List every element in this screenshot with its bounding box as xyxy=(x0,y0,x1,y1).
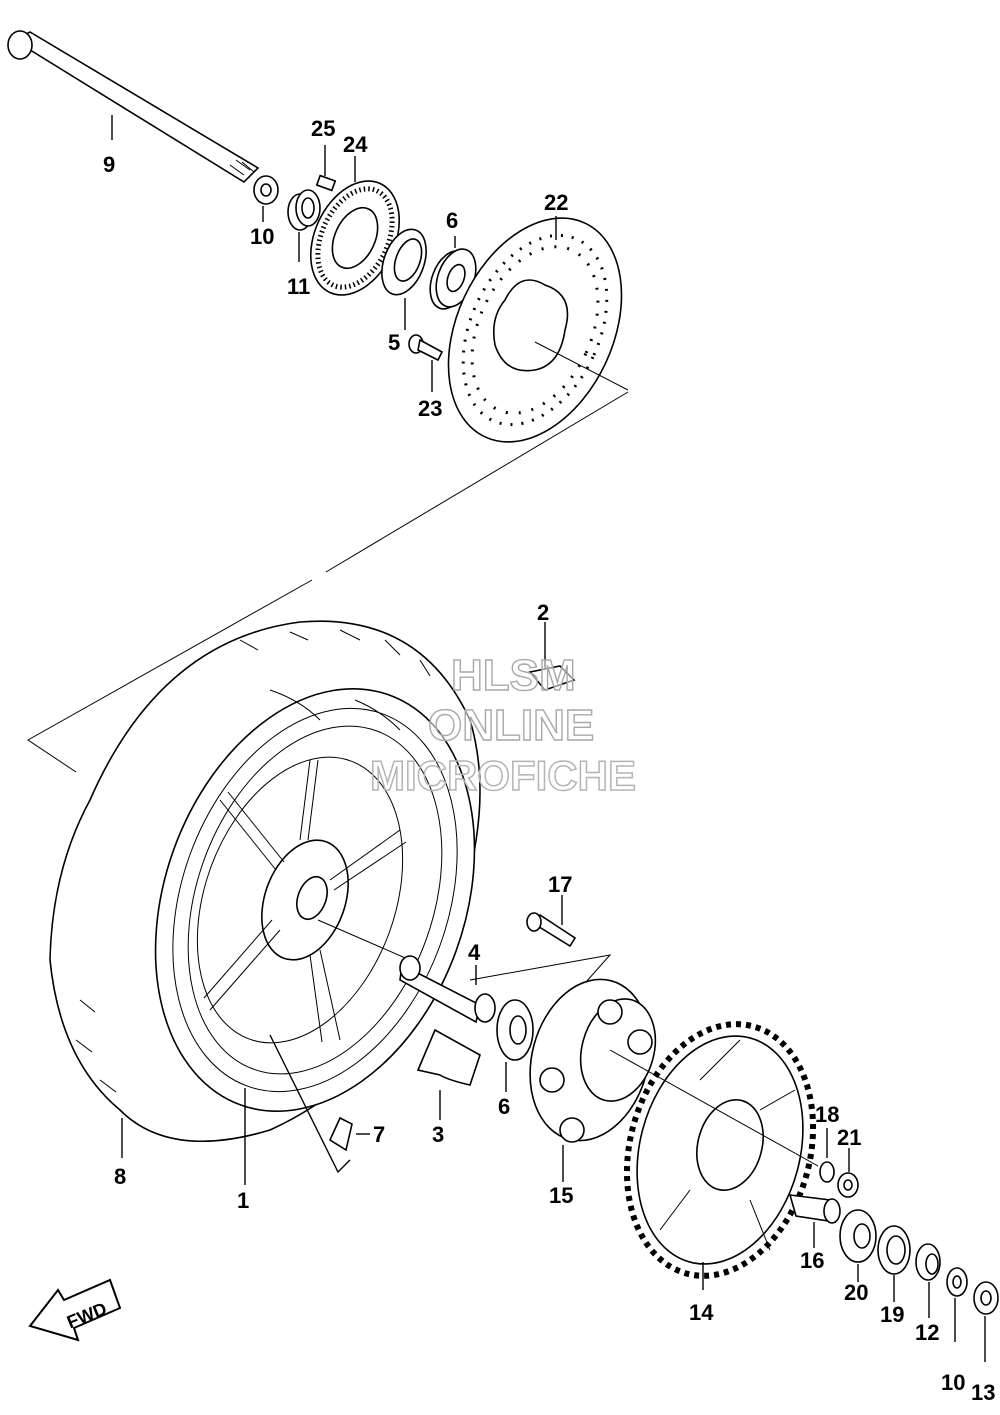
callout-6b: 6 xyxy=(498,1094,510,1119)
seal-19 xyxy=(877,1225,911,1275)
collar-16 xyxy=(788,1194,841,1224)
collar-12 xyxy=(915,1243,941,1281)
callout-6: 6 xyxy=(446,208,458,233)
rear-wheel-1 xyxy=(196,756,407,1044)
callout-14: 14 xyxy=(689,1300,714,1325)
bracket-line xyxy=(27,391,629,773)
callout-19: 19 xyxy=(880,1302,904,1327)
callout-10: 10 xyxy=(250,224,274,249)
callout-23: 23 xyxy=(418,396,442,421)
callout-15: 15 xyxy=(549,1183,573,1208)
callout-2: 2 xyxy=(537,600,549,625)
bolt-17 xyxy=(526,912,577,948)
washer-upper xyxy=(253,175,279,205)
fwd-arrow: FWD xyxy=(28,1278,122,1342)
sprocket-14 xyxy=(623,1021,817,1279)
oil-seal-5 xyxy=(381,228,427,296)
callout-20: 20 xyxy=(844,1280,868,1305)
watermark: HLSM ONLINE MICROFICHE xyxy=(369,650,637,799)
nut-21 xyxy=(837,1172,859,1198)
watermark-line-2: ONLINE xyxy=(428,701,594,750)
axis-line-upper xyxy=(534,341,629,391)
callout-3: 3 xyxy=(432,1122,444,1147)
axis-line-lower xyxy=(317,919,411,961)
callout-22: 22 xyxy=(544,190,568,215)
washer-18 xyxy=(819,1161,835,1183)
valve-7 xyxy=(328,1116,353,1152)
callout-1: 1 xyxy=(237,1188,249,1213)
bolt-23 xyxy=(408,334,444,362)
clip-2 xyxy=(528,665,576,691)
axle-nut-13 xyxy=(973,1281,999,1315)
damper-3 xyxy=(416,1028,481,1086)
spacer-4 xyxy=(399,955,496,1024)
callout-18: 18 xyxy=(815,1102,839,1127)
rear-axle xyxy=(7,30,260,184)
callout-labels: 9 25 24 22 6 10 11 5 23 2 17 4 18 21 7 3… xyxy=(103,116,995,1405)
callout-25: 25 xyxy=(311,116,335,141)
sensor-rotor-24 xyxy=(309,180,401,296)
callout-24: 24 xyxy=(343,132,368,157)
callout-13: 13 xyxy=(971,1380,995,1405)
screw-25 xyxy=(315,145,337,192)
callout-7: 7 xyxy=(373,1122,385,1147)
callout-11: 11 xyxy=(287,274,310,299)
washer-lower xyxy=(946,1267,968,1297)
watermark-line-3: MICROFICHE xyxy=(370,752,636,799)
callout-5: 5 xyxy=(388,330,400,355)
callout-9: 9 xyxy=(103,152,115,177)
callout-17: 17 xyxy=(548,872,572,897)
watermark-line-1: HLSM xyxy=(451,651,576,700)
brake-disc-22 xyxy=(447,217,623,443)
bearing-20 xyxy=(839,1209,877,1263)
callout-10b: 10 xyxy=(941,1370,965,1395)
callout-8: 8 xyxy=(114,1164,126,1189)
bearing-lower xyxy=(496,999,534,1061)
callout-4: 4 xyxy=(468,940,481,965)
sprocket-drum-15 xyxy=(529,978,657,1143)
callout-21: 21 xyxy=(837,1125,861,1150)
callout-16: 16 xyxy=(800,1248,824,1273)
callout-12: 12 xyxy=(915,1320,939,1345)
collar-11 xyxy=(287,189,321,231)
